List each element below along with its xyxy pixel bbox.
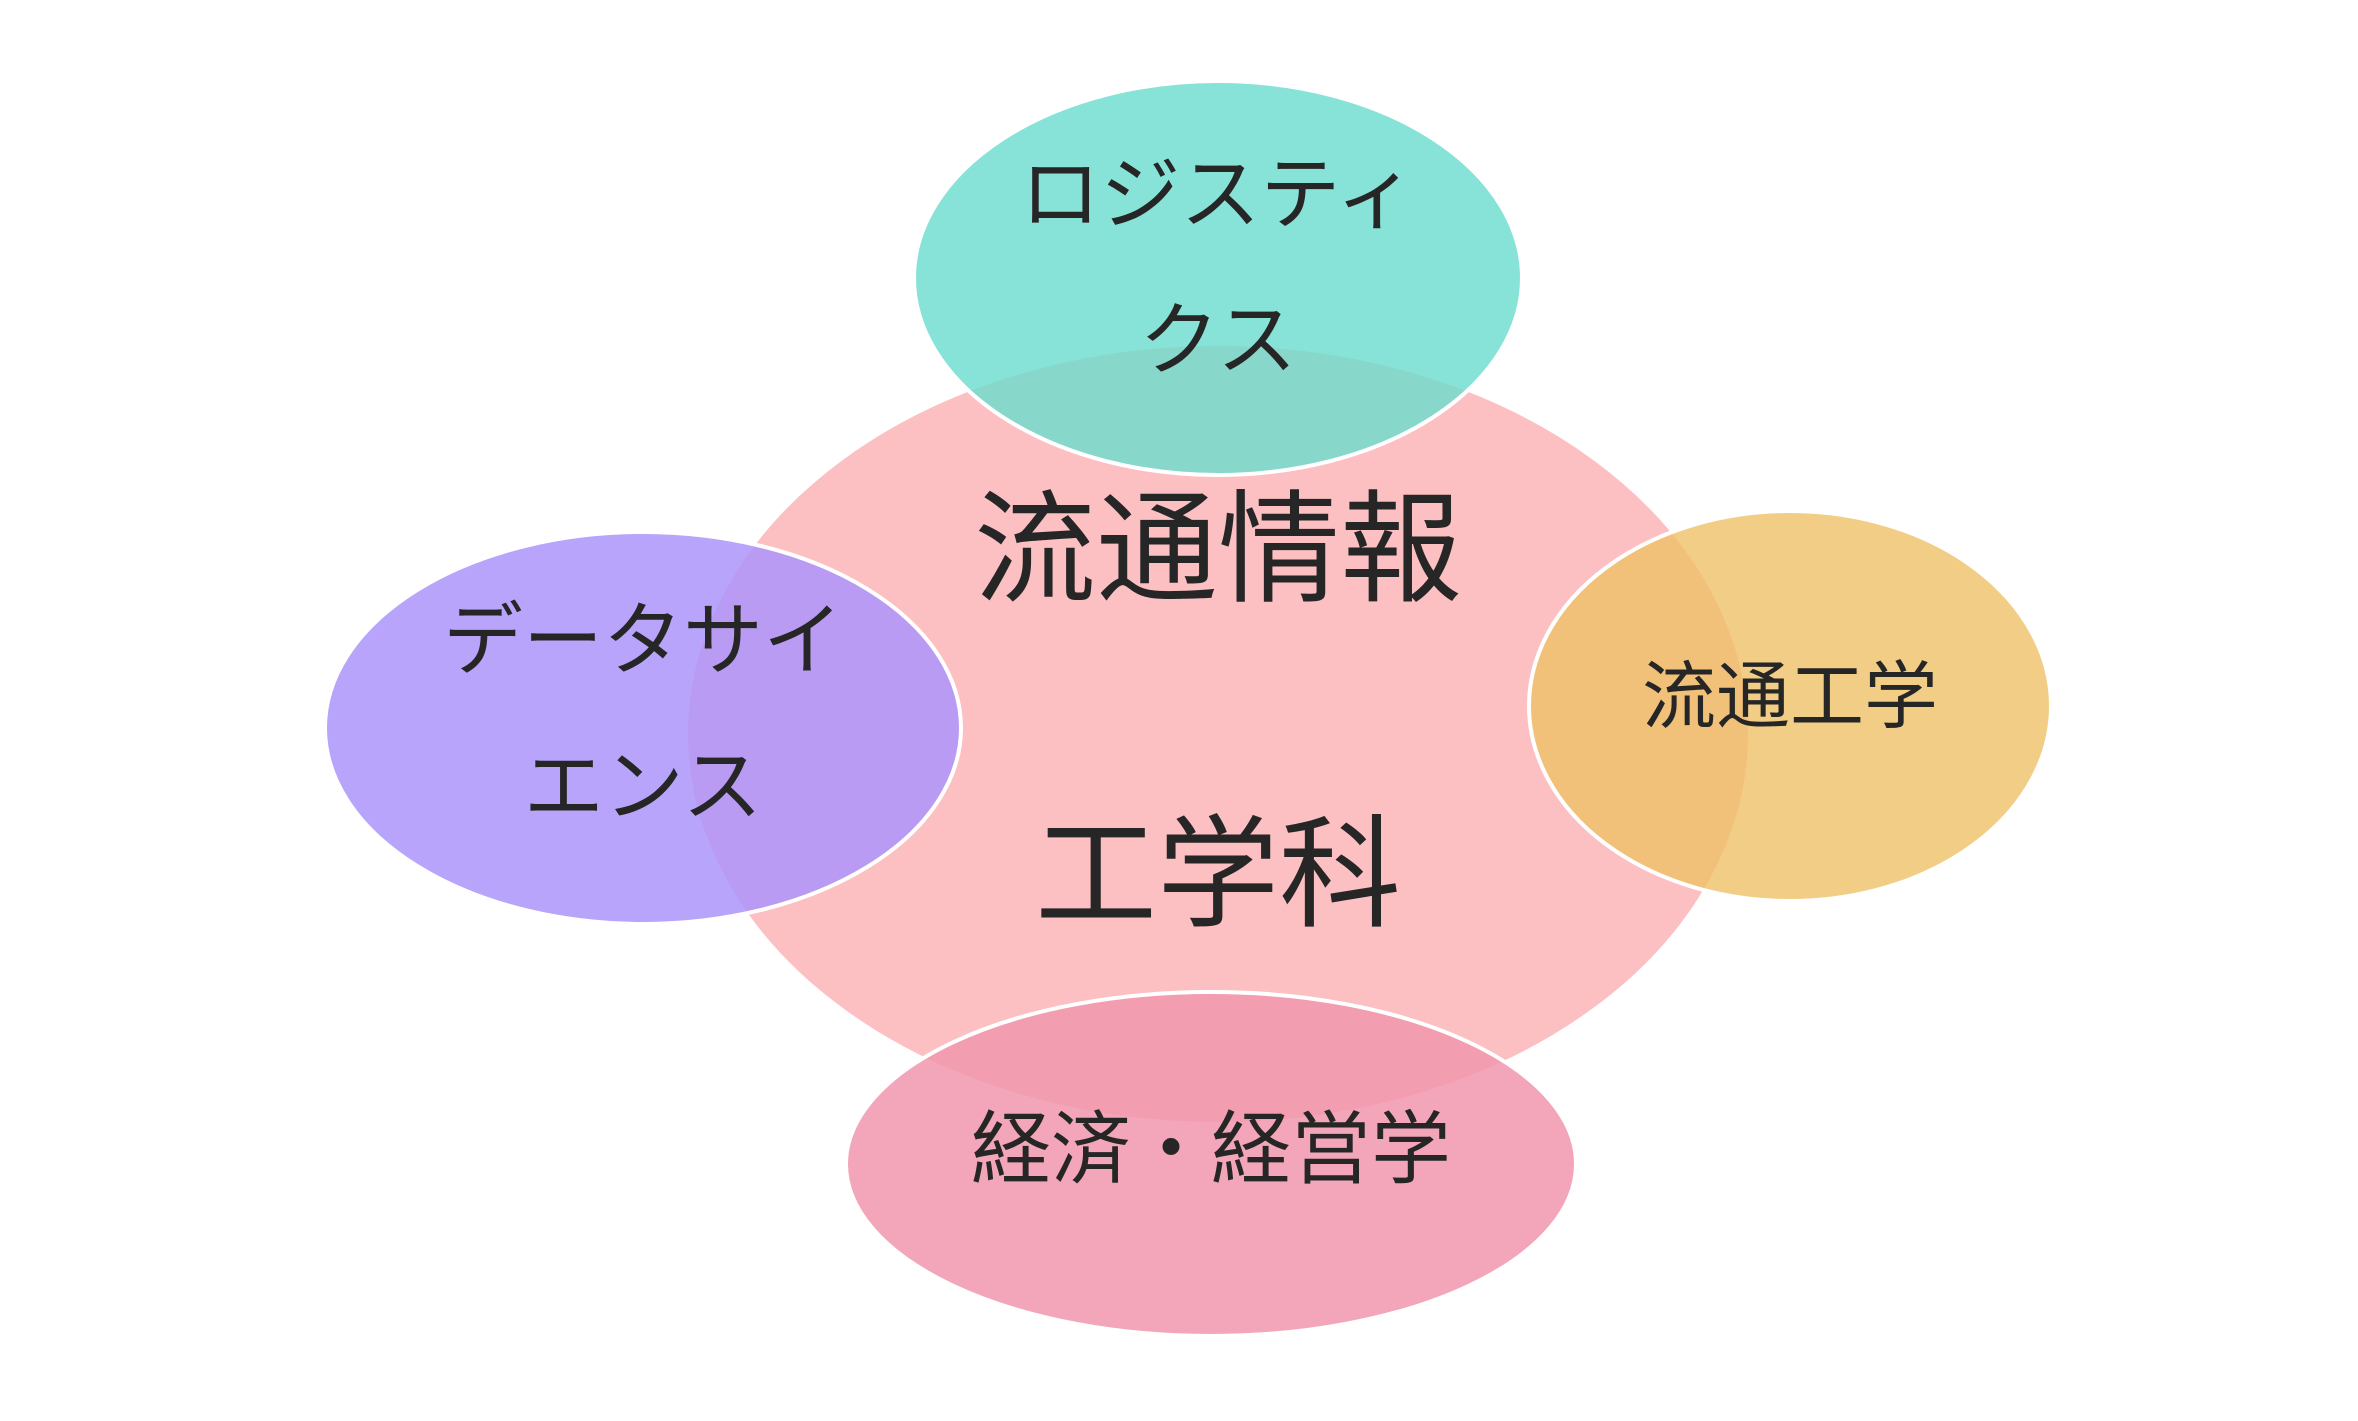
data-science-ellipse [323, 530, 963, 926]
economics-management-label: 経済・経営学 [971, 1103, 1451, 1196]
center-label-line1: 流通情報 [974, 479, 1462, 621]
distribution-engineering-label: 流通工学 [1642, 654, 1938, 740]
center-label-line2: 工学科 [1035, 804, 1401, 946]
data-science-label-line1: データサイ [443, 594, 843, 687]
economics-management-ellipse [844, 990, 1578, 1338]
logistics-ellipse [912, 79, 1524, 477]
logistics-label-line1: ロジスティ [1020, 148, 1415, 241]
logistics-label-line2: クス [1139, 294, 1297, 387]
data-science-label-line2: エンス [524, 740, 762, 833]
distribution-engineering-ellipse [1527, 509, 2053, 903]
